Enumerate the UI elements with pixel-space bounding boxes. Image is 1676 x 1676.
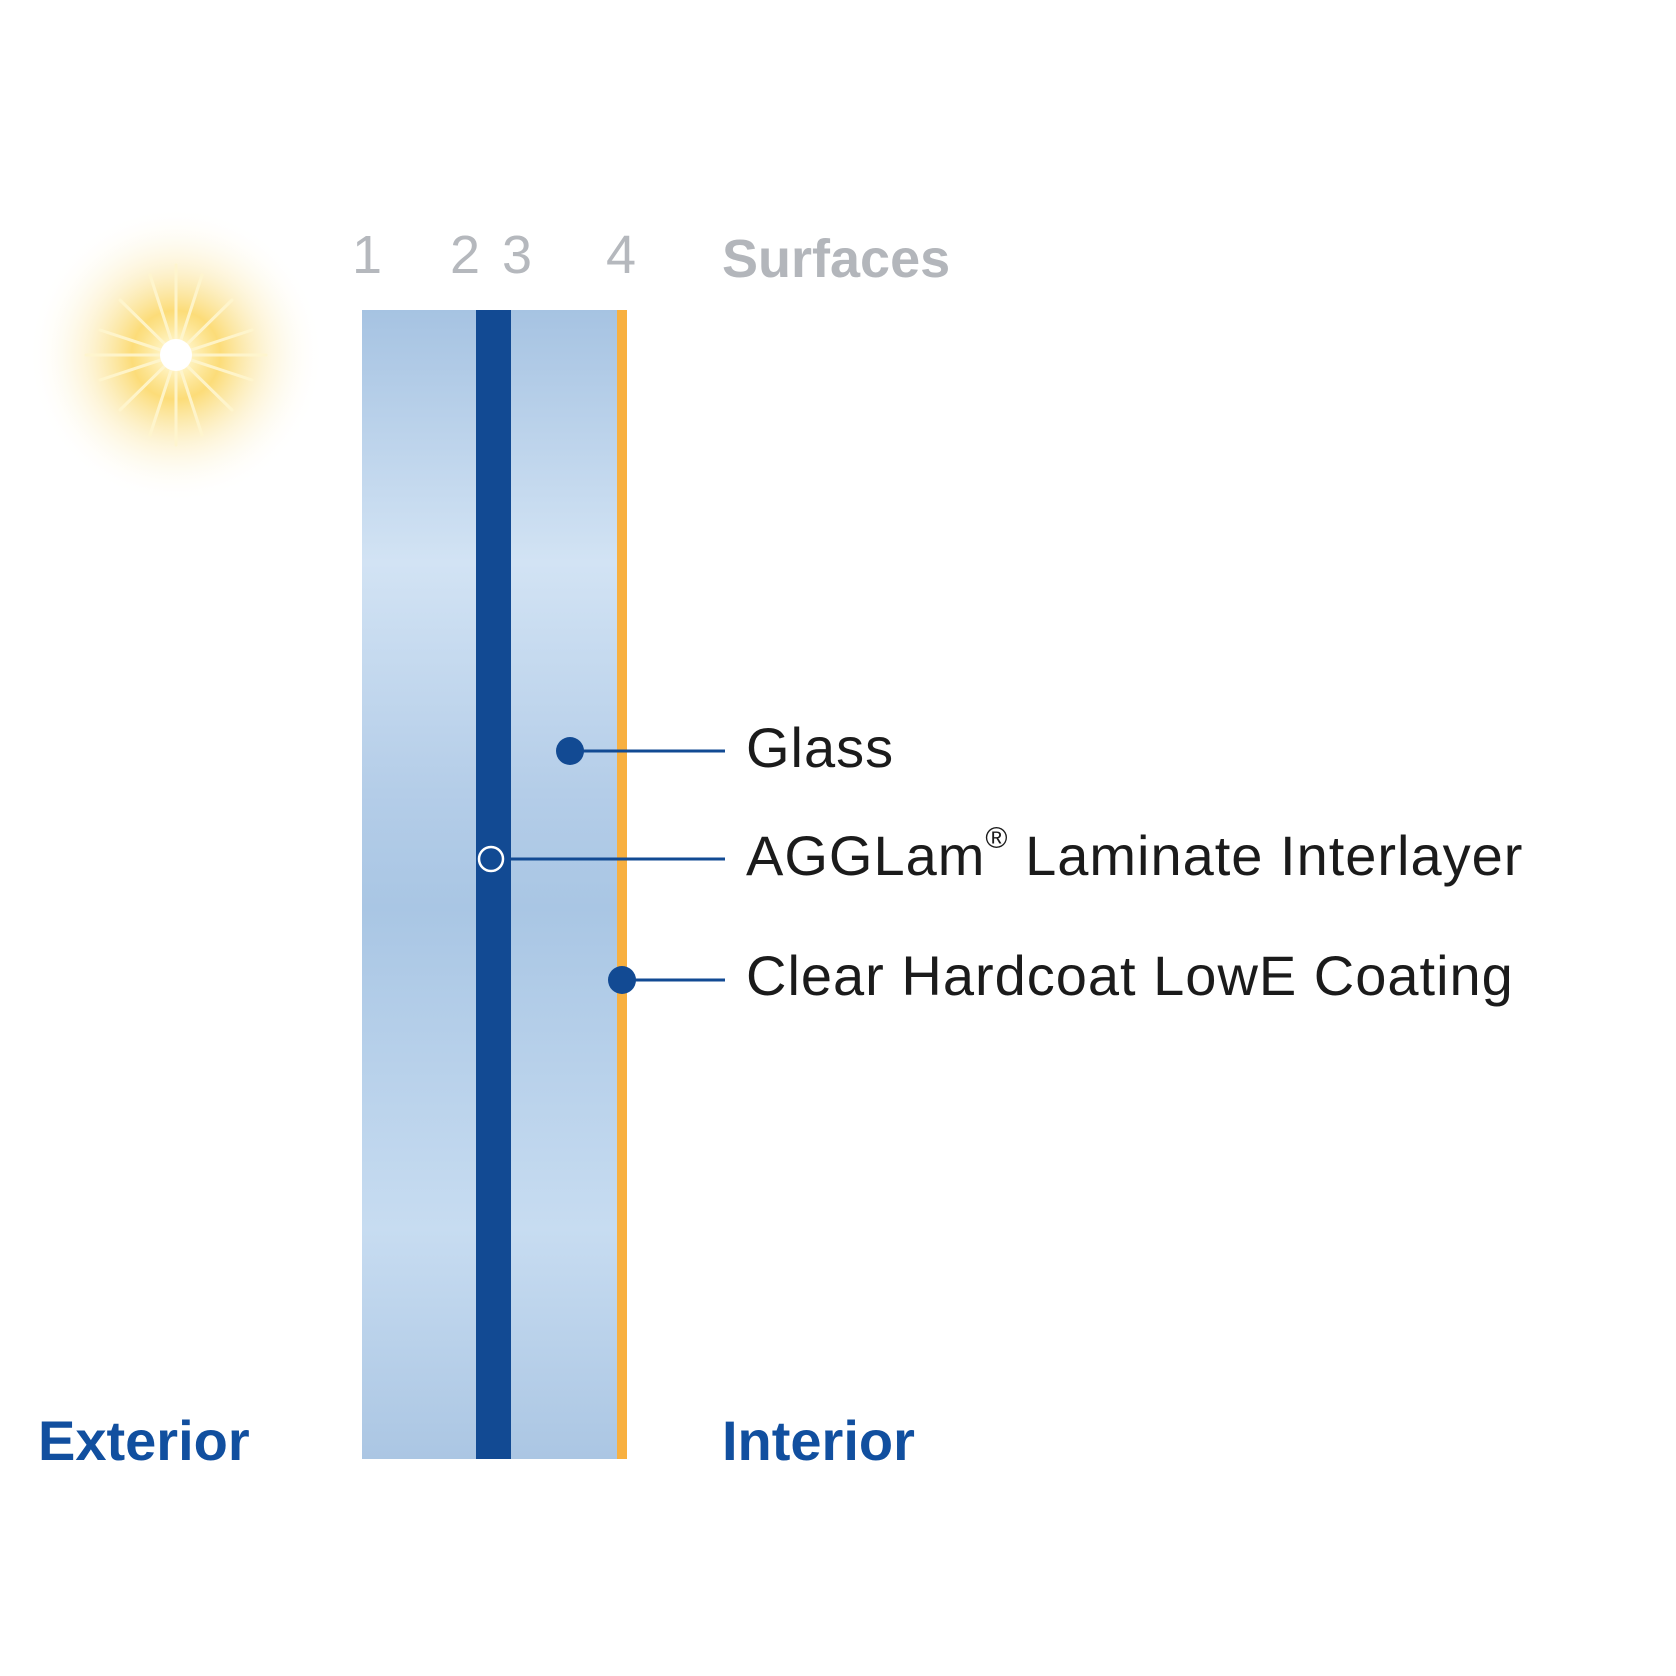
- sun-icon: [28, 207, 324, 503]
- surface-number-1: 1: [352, 225, 383, 285]
- callout-interlayer: [477, 845, 725, 873]
- callout-label-suffix: Laminate Interlayer: [1008, 824, 1524, 887]
- glass-pane-interior: [511, 310, 617, 1459]
- callout-coating: [608, 966, 725, 994]
- glass-pane-exterior: [362, 310, 476, 1459]
- callout-label-text: AGGLam: [746, 824, 986, 887]
- callout-label-coating: Clear Hardcoat LowE Coating: [746, 948, 1514, 1004]
- surface-number-4: 4: [606, 225, 637, 285]
- interior-label: Interior: [722, 1409, 915, 1472]
- callout-label-text: Glass: [746, 716, 895, 779]
- callout-glass: [556, 737, 725, 765]
- surface-number-3: 3: [502, 225, 533, 285]
- surfaces-title: Surfaces: [722, 229, 951, 289]
- lowe-coating: [617, 310, 627, 1459]
- laminate-interlayer: [476, 310, 511, 1459]
- exterior-label: Exterior: [38, 1409, 250, 1472]
- surface-number-2: 2: [450, 225, 481, 285]
- callout-marker: [477, 845, 505, 873]
- callout-label-interlayer: AGGLam® Laminate Interlayer: [746, 824, 1523, 884]
- registered-mark: ®: [985, 822, 1009, 855]
- callout-label-text: Clear Hardcoat LowE Coating: [746, 944, 1514, 1007]
- callout-label-glass: Glass: [746, 720, 894, 776]
